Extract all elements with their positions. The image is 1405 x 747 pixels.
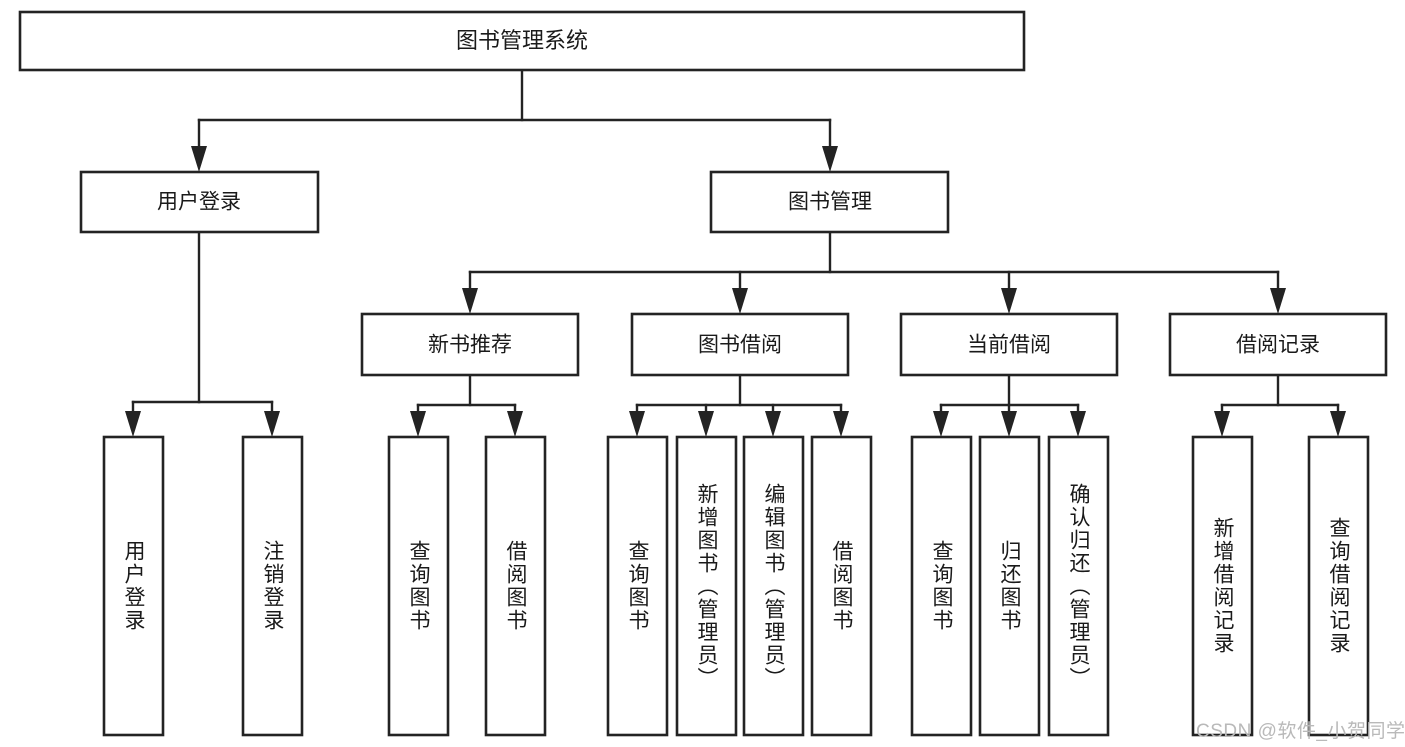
leaf-box-nbr-1[interactable] xyxy=(387,435,450,737)
node-root-label: 图书管理系统 xyxy=(456,28,588,53)
node-borrow-record[interactable]: 借阅记录 xyxy=(1168,312,1388,377)
leaf-box-cb-2[interactable] xyxy=(978,435,1041,737)
arrow-head-current-borrow xyxy=(1001,288,1017,314)
arrow-head-leaf-br-2 xyxy=(1330,411,1346,437)
leaf-box-cb-3[interactable] xyxy=(1047,435,1110,737)
leaf-box-user-login-1[interactable] xyxy=(102,435,165,737)
arrow-head-leaf-bb-4 xyxy=(833,411,849,437)
node-root-box[interactable] xyxy=(18,10,1026,72)
arrow-head-book-borrow xyxy=(732,288,748,314)
connector-group-root xyxy=(191,68,838,172)
node-book-borrow-box[interactable] xyxy=(630,312,850,377)
arrow-head-leaf-user-login-1 xyxy=(125,411,141,437)
node-current-borrow-label: 当前借阅 xyxy=(967,334,1051,357)
leaf-boxes xyxy=(102,435,1370,737)
node-book-mgmt-label: 图书管理 xyxy=(788,191,872,214)
arrow-head-leaf-bb-2 xyxy=(698,411,714,437)
arrow-head-leaf-cb-3 xyxy=(1070,411,1086,437)
node-new-book-recommend-label: 新书推荐 xyxy=(428,334,512,357)
arrow-head-leaf-cb-1 xyxy=(933,411,949,437)
connector-group-user-login xyxy=(125,230,280,437)
arrow-head-leaf-bb-3 xyxy=(765,411,781,437)
leaf-box-br-2[interactable] xyxy=(1307,435,1370,737)
node-current-borrow[interactable]: 当前借阅 xyxy=(899,312,1119,377)
leaf-box-cb-1[interactable] xyxy=(910,435,973,737)
arrow-head-leaf-bb-1 xyxy=(629,411,645,437)
leaf-box-bb-2[interactable] xyxy=(675,435,738,737)
node-user-login-label: 用户登录 xyxy=(157,191,241,214)
node-new-book-recommend[interactable]: 新书推荐 xyxy=(360,312,580,377)
node-borrow-record-label: 借阅记录 xyxy=(1236,334,1320,357)
leaf-box-br-1[interactable] xyxy=(1191,435,1254,737)
connector-group-current-borrow xyxy=(933,373,1086,437)
node-current-borrow-box[interactable] xyxy=(899,312,1119,377)
node-new-book-recommend-box[interactable] xyxy=(360,312,580,377)
connector-group-book-borrow xyxy=(629,373,849,437)
arrow-head-leaf-nbr-2 xyxy=(507,411,523,437)
arrow-head-leaf-user-login-2 xyxy=(264,411,280,437)
leaf-box-bb-4[interactable] xyxy=(810,435,873,737)
connector-group-borrow-record xyxy=(1214,373,1346,437)
node-user-login[interactable]: 用户登录 xyxy=(79,170,320,234)
arrow-head-new-book-recommend xyxy=(462,288,478,314)
csdn-watermark: CSDN @软件_小贺同学 xyxy=(1196,721,1405,742)
arrow-head-leaf-nbr-1 xyxy=(410,411,426,437)
leaf-box-bb-3[interactable] xyxy=(742,435,805,737)
arrow-head-user-login xyxy=(191,146,207,172)
arrow-head-book-mgmt xyxy=(822,146,838,172)
node-book-mgmt[interactable]: 图书管理 xyxy=(709,170,950,234)
arrow-head-leaf-cb-2 xyxy=(1001,411,1017,437)
node-book-mgmt-box[interactable] xyxy=(709,170,950,234)
node-book-borrow[interactable]: 图书借阅 xyxy=(630,312,850,377)
connector-group-book-mgmt xyxy=(462,230,1286,314)
arrow-head-leaf-br-1 xyxy=(1214,411,1230,437)
leaf-box-nbr-2[interactable] xyxy=(484,435,547,737)
connector-group-new-book-recommend xyxy=(410,373,523,437)
arrow-head-borrow-record xyxy=(1270,288,1286,314)
node-root[interactable]: 图书管理系统 xyxy=(18,10,1026,72)
node-borrow-record-box[interactable] xyxy=(1168,312,1388,377)
node-user-login-box[interactable] xyxy=(79,170,320,234)
node-book-borrow-label: 图书借阅 xyxy=(698,334,782,357)
leaf-box-bb-1[interactable] xyxy=(606,435,669,737)
leaf-box-user-login-2[interactable] xyxy=(241,435,304,737)
